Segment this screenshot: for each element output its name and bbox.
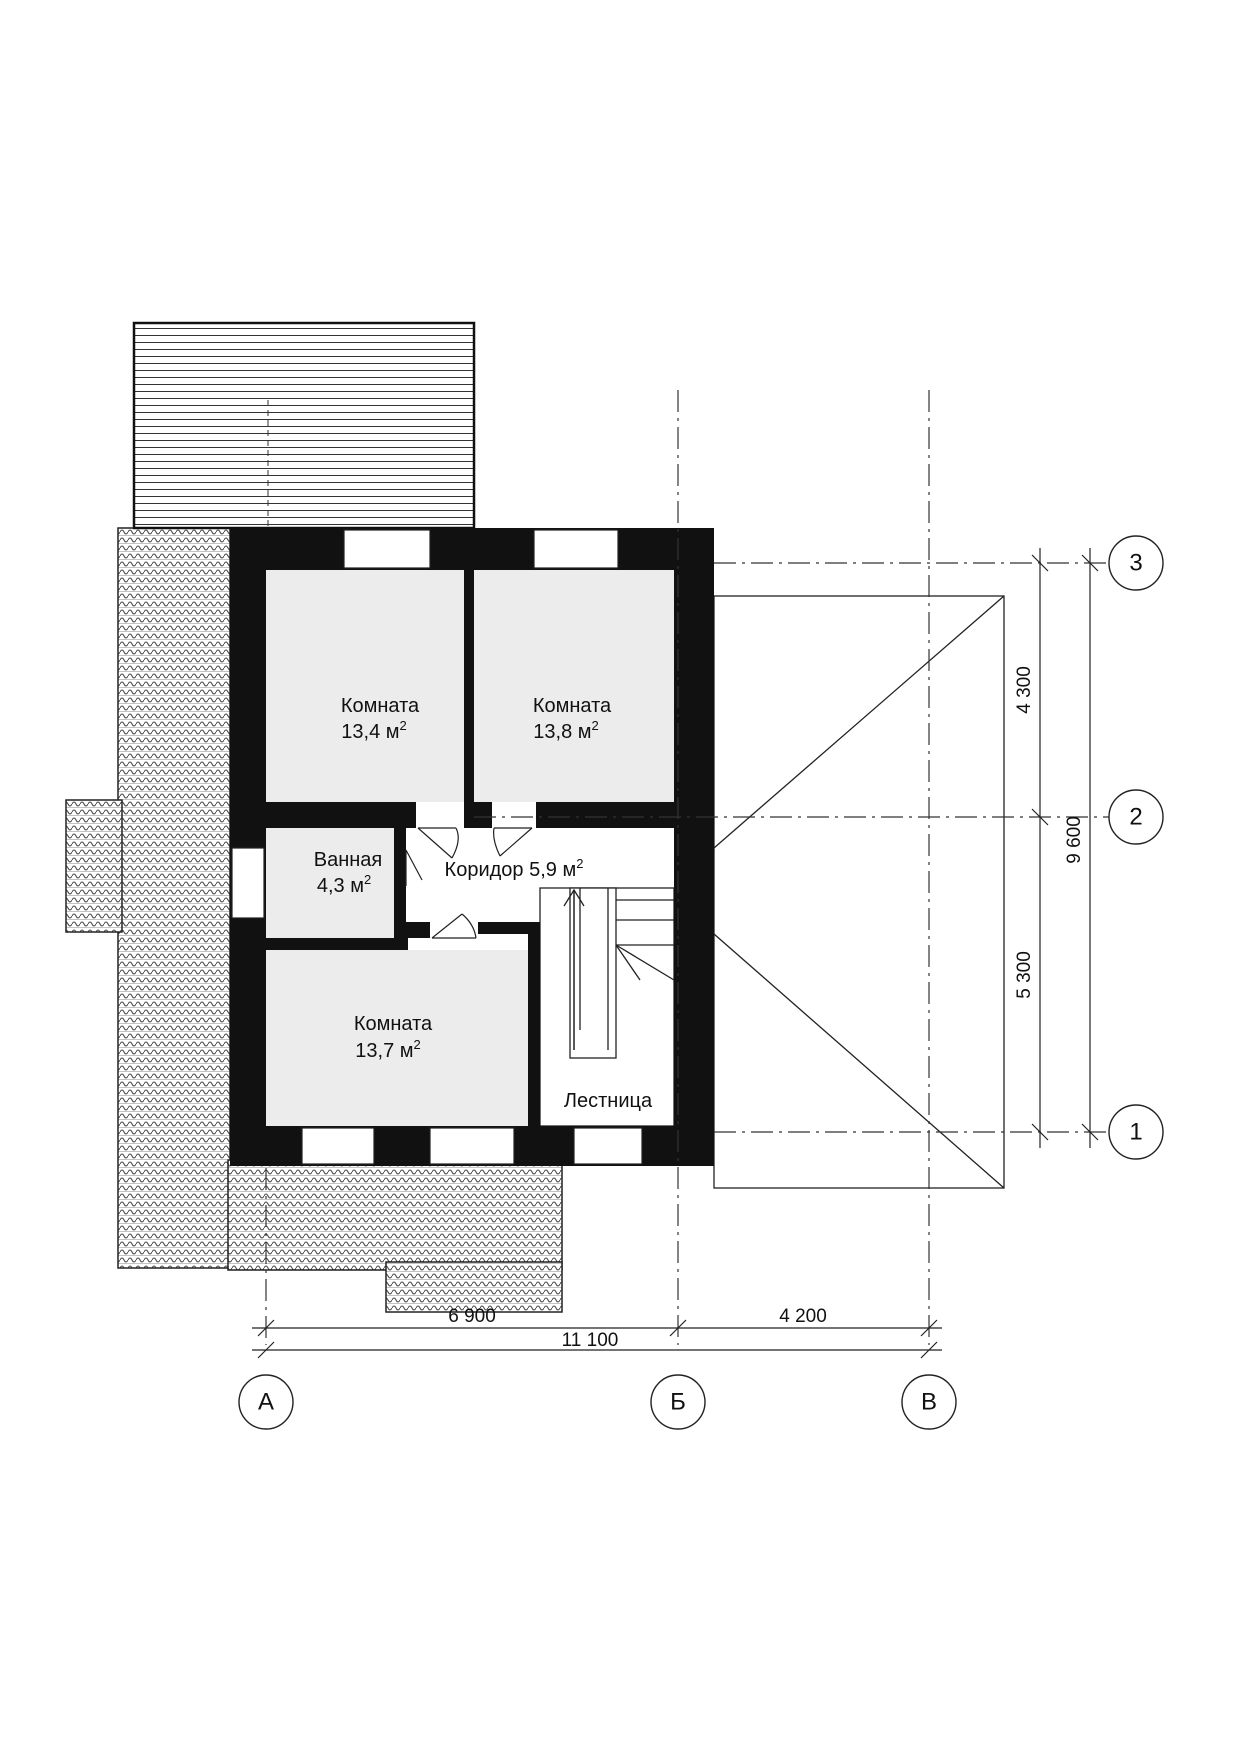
axis-marker-b [650,1374,706,1430]
roof-right [713,595,1005,1189]
axis-label-column: Б [670,1389,686,1416]
axis-marker-a [238,1374,294,1430]
dimension-lines [252,548,1099,1359]
doors [405,827,533,939]
dimension-vertical-top: 4 300 [1014,666,1035,714]
axis-markers [238,535,1164,1430]
axis-label-row: 3 [1129,550,1142,577]
room-floors [266,570,674,1126]
room-area: 13,4 м2 [341,718,406,743]
windows [231,529,643,1165]
grid-axes [265,390,1110,1345]
axis-label-row: 1 [1129,1119,1142,1146]
dimension-vertical-total: 9 600 [1064,816,1085,864]
room-area: 13,7 м2 [355,1037,420,1062]
room-name: Коридор 5,9 м2 [445,856,584,881]
axis-label-column: А [258,1389,274,1416]
roof-bottom [227,1159,563,1313]
axis-marker-3 [1108,535,1164,591]
room-name: Комната [341,695,420,717]
dimension-horizontal-total: 11 100 [562,1330,619,1351]
room-area: 4,3 м2 [317,872,371,897]
dimension-vertical-bottom: 5 300 [1014,951,1035,999]
room-name: Комната [354,1013,433,1035]
axis-labels: 3 2 1 А Б В [258,550,1143,1416]
room-name: Лестница [564,1090,653,1112]
axis-marker-1 [1108,1104,1164,1160]
axis-label-column: В [921,1389,937,1416]
dimension-horizontal-right: 4 200 [779,1306,827,1327]
axis-marker-2 [1108,789,1164,845]
dimension-horizontal-left: 6 900 [448,1306,496,1327]
axis-label-row: 2 [1129,804,1142,831]
room-name: Ванная [314,849,383,871]
balcony-deck [132,321,476,530]
room-area: 13,8 м2 [533,718,598,743]
roof-left [65,527,231,1269]
axis-marker-v [901,1374,957,1430]
room-labels: Комната 13,4 м2 Комната 13,8 м2 Ванная 4… [314,695,653,1112]
room-name: Комната [533,695,612,717]
dimension-labels: 4 300 5 300 9 600 6 900 4 200 11 100 [448,666,1085,1351]
